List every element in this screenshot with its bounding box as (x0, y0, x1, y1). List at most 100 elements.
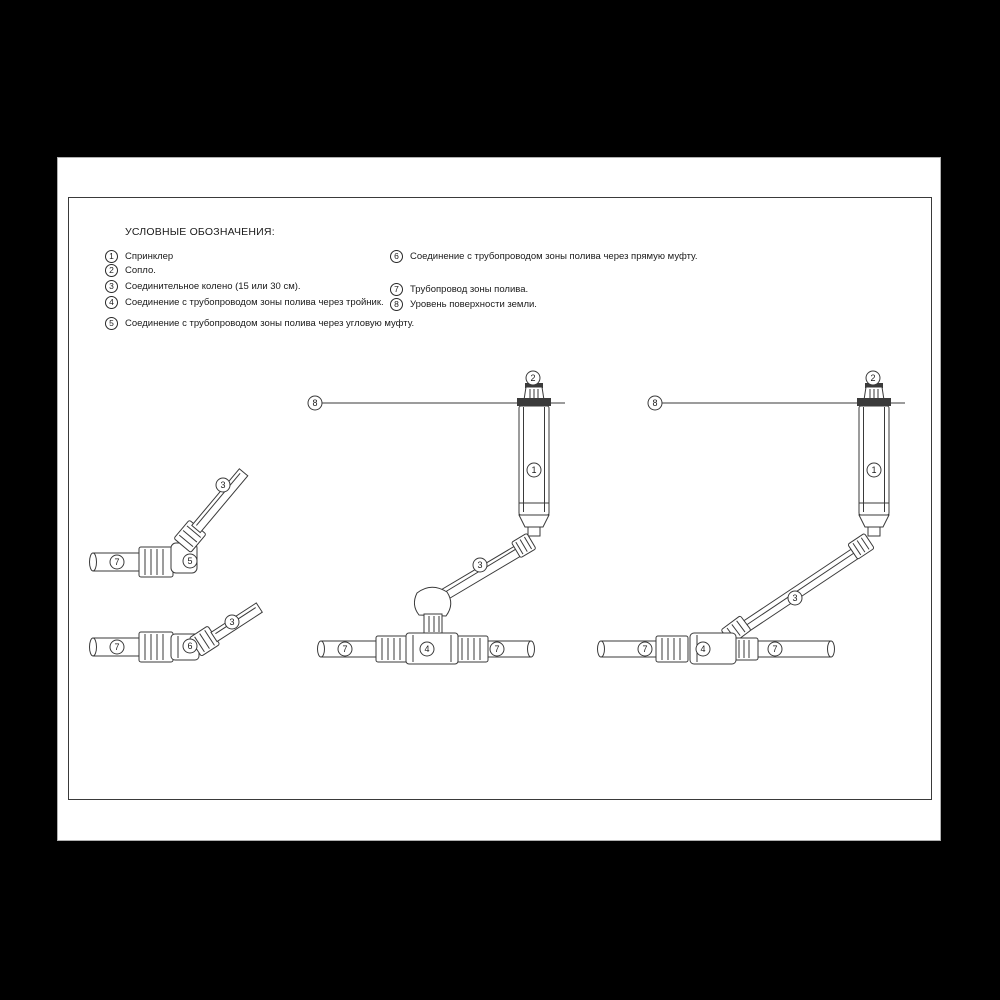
lateral-pipe-left (321, 640, 377, 658)
callout-tee: 4 (695, 641, 711, 657)
svg-text:3: 3 (229, 617, 234, 627)
pipe-end-opening (597, 640, 605, 658)
svg-text:3: 3 (477, 560, 482, 570)
diagram-tee-assembly: 8 2 1 3 7 4 7 (307, 370, 565, 665)
pipe-end-opening (317, 640, 325, 658)
legend-num-3: 3 (105, 280, 118, 293)
lateral-pipe-right (758, 640, 831, 658)
nut-ridges (381, 638, 401, 660)
coupling-nut (138, 631, 174, 663)
callout-sprinkler: 1 (866, 462, 882, 478)
legend-num-8: 8 (390, 298, 403, 311)
elbow-fitting (413, 586, 452, 617)
swing-pipe (191, 468, 249, 534)
drawing-frame (68, 197, 932, 800)
callout-pipeline: 7 (767, 641, 783, 657)
callout-straight-coupling: 6 (182, 638, 198, 654)
legend-label-straight-coupling: Соединение с трубопроводом зоны полива ч… (410, 251, 698, 262)
legend-num-7: 7 (390, 283, 403, 296)
legend-item-ground-level: 8 Уровень поверхности земли. (390, 298, 537, 311)
legend-item-sprinkler: 1 Спринклер (105, 250, 173, 263)
coupling-nut-right (455, 635, 489, 663)
legend-num-5: 5 (105, 317, 118, 330)
svg-text:7: 7 (114, 642, 119, 652)
legend-item-elbow: 3 Соединительное колено (15 или 30 см). (105, 280, 301, 293)
pipe-end-opening (527, 640, 535, 658)
legend-label-angle-coupling: Соединение с трубопроводом зоны полива ч… (125, 318, 415, 329)
callout-nozzle: 2 (525, 370, 541, 386)
sprinkler (856, 382, 892, 537)
lateral-pipe-left (601, 640, 658, 658)
legend-label-ground-level: Уровень поверхности земли. (410, 299, 537, 310)
callout-ground-level: 8 (307, 395, 323, 411)
swing-pipe (738, 539, 872, 635)
svg-text:3: 3 (792, 593, 797, 603)
diagram-angled-assembly: 8 2 1 3 7 4 7 (597, 370, 905, 665)
stub-ridges (428, 616, 440, 632)
svg-text:7: 7 (114, 557, 119, 567)
svg-text:8: 8 (312, 398, 317, 408)
pipe-end-opening (827, 640, 835, 658)
legend-item-angle-coupling-connection: 5 Соединение с трубопроводом зоны полива… (105, 317, 414, 330)
svg-text:4: 4 (700, 644, 705, 654)
coupling-nut (138, 546, 174, 578)
callout-angle-coupling: 5 (182, 553, 198, 569)
svg-text:7: 7 (642, 644, 647, 654)
nut-ridges (738, 640, 750, 658)
svg-text:2: 2 (530, 373, 535, 383)
svg-text:1: 1 (531, 465, 536, 475)
coupling-nut-left (375, 635, 409, 663)
nut-ridges (144, 634, 164, 660)
paper-sheet (57, 157, 941, 841)
svg-text:1: 1 (871, 465, 876, 475)
svg-text:8: 8 (652, 398, 657, 408)
legend-label-pipeline: Трубопровод зоны полива. (410, 284, 529, 295)
legend-num-2: 2 (105, 264, 118, 277)
swing-pipe-top-nut (511, 533, 536, 558)
svg-text:2: 2 (870, 373, 875, 383)
legend-num-1: 1 (105, 250, 118, 263)
nut-ridges (461, 638, 481, 660)
legend-item-pipeline: 7 Трубопровод зоны полива. (390, 283, 528, 296)
legend-num-6: 6 (390, 250, 403, 263)
lateral-pipe (93, 552, 141, 572)
svg-text:3: 3 (220, 480, 225, 490)
callout-elbow: 3 (472, 557, 488, 573)
nut-ridges (144, 549, 164, 575)
legend-label-elbow: Соединительное колено (15 или 30 см). (125, 281, 301, 292)
tee-body-lines (412, 635, 452, 662)
legend-label-nozzle: Сопло. (125, 265, 156, 276)
legend-num-4: 4 (105, 296, 118, 309)
sprinkler (516, 382, 552, 537)
callout-elbow: 3 (787, 590, 803, 606)
swing-pipe-line (741, 544, 867, 629)
callout-pipeline: 7 (337, 641, 353, 657)
diagram-angle-coupling-detail: 7 5 3 (89, 468, 249, 578)
callout-nozzle: 2 (865, 370, 881, 386)
callout-tee: 4 (419, 641, 435, 657)
svg-text:7: 7 (772, 644, 777, 654)
callout-ground-level: 8 (647, 395, 663, 411)
svg-text:7: 7 (494, 644, 499, 654)
legend-title: УСЛОВНЫЕ ОБОЗНАЧЕНИЯ: (125, 226, 275, 238)
svg-text:7: 7 (342, 644, 347, 654)
svg-text:6: 6 (187, 641, 192, 651)
diagram-straight-coupling-detail: 7 6 3 (89, 602, 263, 663)
swing-pipe-line (431, 545, 522, 601)
svg-text:4: 4 (424, 644, 429, 654)
swing-pipe-top-nut (847, 533, 875, 560)
coupling-nut-right (733, 637, 759, 661)
callout-pipeline: 7 (489, 641, 505, 657)
pipe-end-opening (89, 637, 97, 657)
callout-sprinkler: 1 (526, 462, 542, 478)
legend-label-tee-connection: Соединение с трубопроводом зоны полива ч… (125, 297, 384, 308)
lateral-pipe (93, 637, 141, 657)
legend-item-tee-connection: 4 Соединение с трубопроводом зоны полива… (105, 296, 384, 309)
coupling-nut-left (655, 635, 689, 663)
legend-label-sprinkler: Спринклер (125, 251, 174, 262)
callout-pipeline: 7 (637, 641, 653, 657)
callout-elbow: 3 (215, 477, 231, 493)
nut-ridges (661, 638, 681, 660)
